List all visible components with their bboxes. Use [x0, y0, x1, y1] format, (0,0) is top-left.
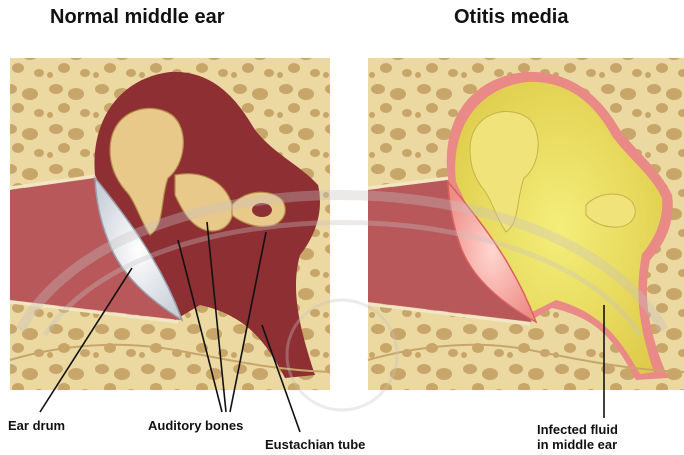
label-auditory-bones: Auditory bones	[148, 418, 243, 433]
label-ear-drum: Ear drum	[8, 418, 65, 433]
label-infected-fluid: Infected fluid in middle ear	[537, 422, 618, 452]
label-eustachian-tube: Eustachian tube	[265, 437, 365, 452]
label-infected-fluid-line1: Infected fluid	[537, 422, 618, 437]
label-infected-fluid-line2: in middle ear	[537, 437, 618, 452]
